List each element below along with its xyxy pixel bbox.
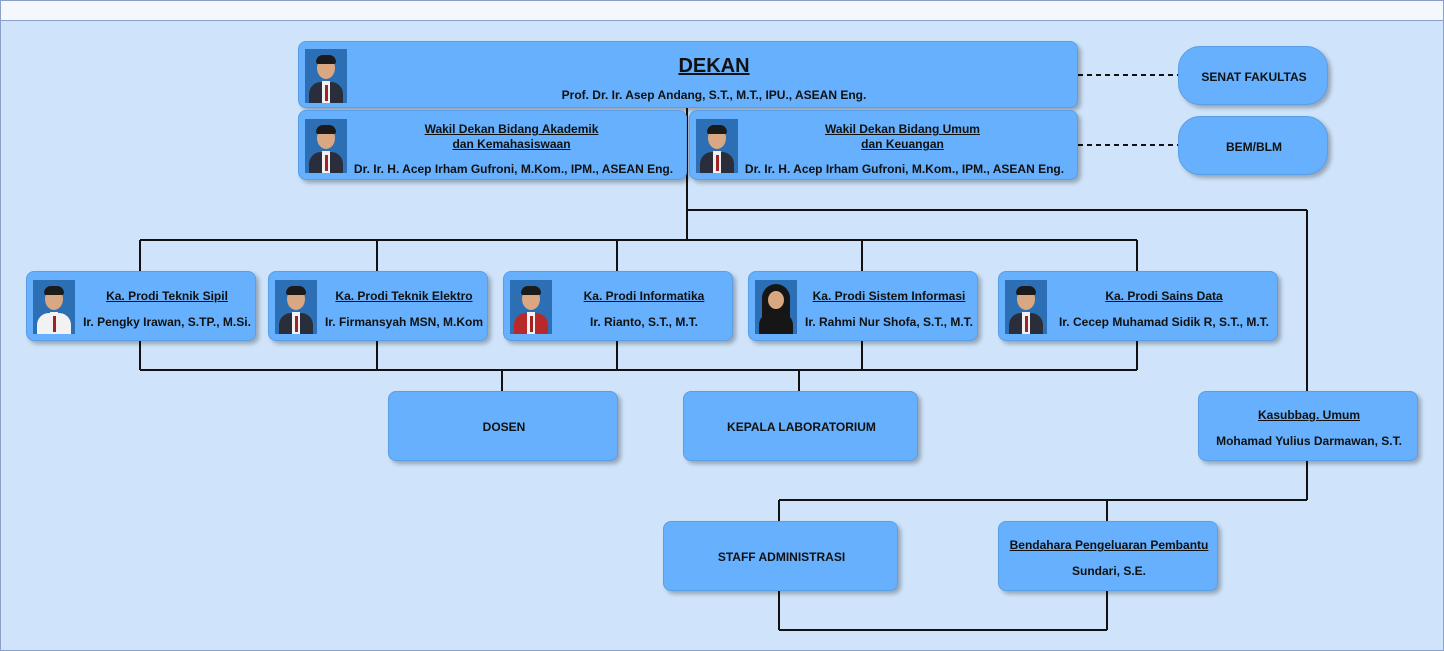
wakil-akademik-name: Dr. Ir. H. Acep Irham Gufroni, M.Kom., I… bbox=[353, 162, 674, 176]
dekan-photo bbox=[305, 49, 347, 103]
wakil-umum-name: Dr. Ir. H. Acep Irham Gufroni, M.Kom., I… bbox=[744, 162, 1065, 176]
prodi-sains-data-photo bbox=[1005, 280, 1047, 334]
prodi-informatika-title: Ka. Prodi Informatika bbox=[583, 289, 705, 303]
prodi-informatika-name: Ir. Rianto, S.T., M.T. bbox=[589, 315, 698, 329]
prodi-teknik-sipil-box[interactable]: Ka. Prodi Teknik Sipil Ir. Pengky Irawan… bbox=[26, 271, 256, 341]
wakil-akademik-title-2: dan Kemahasiswaan bbox=[452, 137, 571, 151]
prodi-elektro-name: Ir. Firmansyah MSN, M.Kom bbox=[324, 315, 484, 329]
bendahara-title: Bendahara Pengeluaran Pembantu bbox=[1009, 538, 1209, 552]
prodi-sipil-photo bbox=[33, 280, 75, 334]
prodi-elektro-photo bbox=[275, 280, 317, 334]
kepala-lab-label: KEPALA LABORATORIUM bbox=[727, 420, 876, 434]
wakil-akademik-title-1: Wakil Dekan Bidang Akademik bbox=[424, 122, 599, 136]
prodi-sistem-informasi-box[interactable]: Ka. Prodi Sistem Informasi Ir. Rahmi Nur… bbox=[748, 271, 978, 341]
prodi-sipil-name: Ir. Pengky Irawan, S.TP., M.Si. bbox=[83, 315, 251, 329]
prodi-informatika-photo bbox=[510, 280, 552, 334]
prodi-teknik-elektro-box[interactable]: Ka. Prodi Teknik Elektro Ir. Firmansyah … bbox=[268, 271, 488, 341]
wakil-dekan-akademik-box[interactable]: Wakil Dekan Bidang Akademik dan Kemahasi… bbox=[298, 110, 687, 180]
prodi-si-title: Ka. Prodi Sistem Informasi bbox=[812, 289, 966, 303]
kepala-laboratorium-box[interactable]: KEPALA LABORATORIUM bbox=[683, 391, 918, 461]
dekan-box[interactable]: DEKAN Prof. Dr. Ir. Asep Andang, S.T., M… bbox=[298, 41, 1078, 108]
prodi-si-photo bbox=[755, 280, 797, 334]
bem-label: BEM/BLM bbox=[1226, 140, 1282, 154]
staff-administrasi-box[interactable]: STAFF ADMINISTRASI bbox=[663, 521, 898, 591]
senat-label: SENAT FAKULTAS bbox=[1201, 70, 1307, 84]
prodi-si-name: Ir. Rahmi Nur Shofa, S.T., M.T. bbox=[804, 315, 974, 329]
staff-label: STAFF ADMINISTRASI bbox=[717, 550, 846, 564]
bendahara-box[interactable]: Bendahara Pengeluaran Pembantu Sundari, … bbox=[998, 521, 1218, 591]
wakil-akademik-photo bbox=[305, 119, 347, 173]
bem-blm-box[interactable]: BEM/BLM bbox=[1178, 116, 1328, 175]
prodi-sipil-title: Ka. Prodi Teknik Sipil bbox=[106, 289, 228, 303]
dekan-title: DEKAN bbox=[678, 55, 750, 77]
prodi-informatika-box[interactable]: Ka. Prodi Informatika Ir. Rianto, S.T., … bbox=[503, 271, 733, 341]
kasubbag-umum-box[interactable]: Kasubbag. Umum Mohamad Yulius Darmawan, … bbox=[1198, 391, 1418, 461]
prodi-sains-data-title: Ka. Prodi Sains Data bbox=[1105, 289, 1223, 303]
prodi-elektro-title: Ka. Prodi Teknik Elektro bbox=[335, 289, 473, 303]
bendahara-name: Sundari, S.E. bbox=[1071, 564, 1146, 578]
wakil-umum-title-2: dan Keuangan bbox=[861, 137, 944, 151]
dekan-name: Prof. Dr. Ir. Asep Andang, S.T., M.T., I… bbox=[561, 88, 867, 102]
kasubbag-title: Kasubbag. Umum bbox=[1257, 408, 1360, 422]
dosen-box[interactable]: DOSEN bbox=[388, 391, 618, 461]
prodi-sains-data-name: Ir. Cecep Muhamad Sidik R, S.T., M.T. bbox=[1058, 315, 1270, 329]
wakil-umum-photo bbox=[696, 119, 738, 173]
prodi-sains-data-box[interactable]: Ka. Prodi Sains Data Ir. Cecep Muhamad S… bbox=[998, 271, 1278, 341]
kasubbag-name: Mohamad Yulius Darmawan, S.T. bbox=[1216, 434, 1402, 448]
dosen-label: DOSEN bbox=[482, 420, 526, 434]
wakil-dekan-umum-box[interactable]: Wakil Dekan Bidang Umum dan Keuangan Dr.… bbox=[689, 110, 1078, 180]
wakil-umum-title-1: Wakil Dekan Bidang Umum bbox=[825, 122, 980, 136]
senat-fakultas-box[interactable]: SENAT FAKULTAS bbox=[1178, 46, 1328, 105]
